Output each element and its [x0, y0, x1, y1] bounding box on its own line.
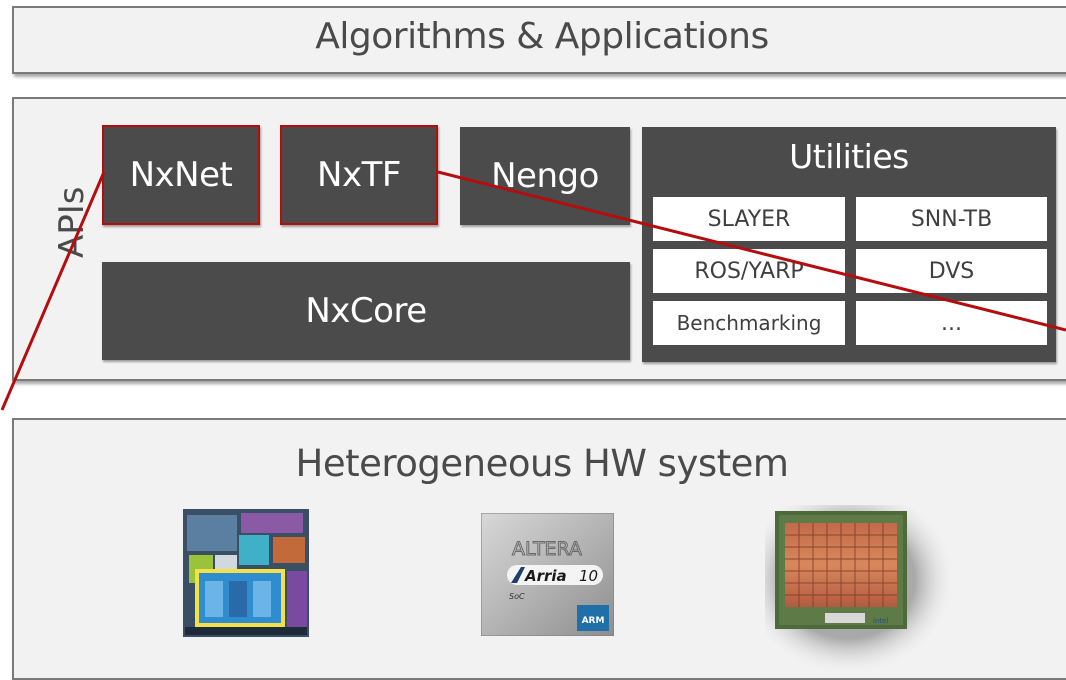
algorithms-panel: Algorithms & Applications	[12, 6, 1066, 74]
nxtf-box[interactable]: NxTF	[280, 125, 438, 225]
hw-title: Heterogeneous HW system	[295, 442, 789, 485]
utility-dvs[interactable]: DVS	[856, 249, 1047, 293]
utility-benchmarking[interactable]: Benchmarking	[653, 301, 845, 345]
utility-slayer[interactable]: SLAYER	[653, 197, 845, 241]
nxcore-box[interactable]: NxCore	[102, 262, 630, 360]
svg-text:ARM: ARM	[582, 616, 605, 626]
apis-label: APIs	[52, 186, 92, 258]
svg-text:ALTERA: ALTERA	[512, 538, 582, 560]
svg-text:intel: intel	[873, 617, 888, 625]
utility-snn-tb[interactable]: SNN-TB	[856, 197, 1047, 241]
algorithms-title: Algorithms & Applications	[315, 16, 769, 57]
neuromorphic-chip-icon: intel	[765, 505, 950, 670]
fpga-chip-icon: ALTERA Arria 10 SoC ARM	[480, 512, 615, 637]
nengo-box[interactable]: Nengo	[460, 127, 630, 225]
nxnet-box[interactable]: NxNet	[102, 125, 260, 225]
svg-text:10: 10	[579, 567, 598, 585]
utility-more[interactable]: ...	[856, 301, 1047, 345]
svg-text:SoC: SoC	[509, 592, 525, 601]
utility-ros-yarp[interactable]: ROS/YARP	[653, 249, 845, 293]
svg-text:Arria: Arria	[524, 567, 567, 585]
cpu-die-icon	[183, 509, 309, 637]
utilities-title: Utilities	[789, 137, 909, 176]
